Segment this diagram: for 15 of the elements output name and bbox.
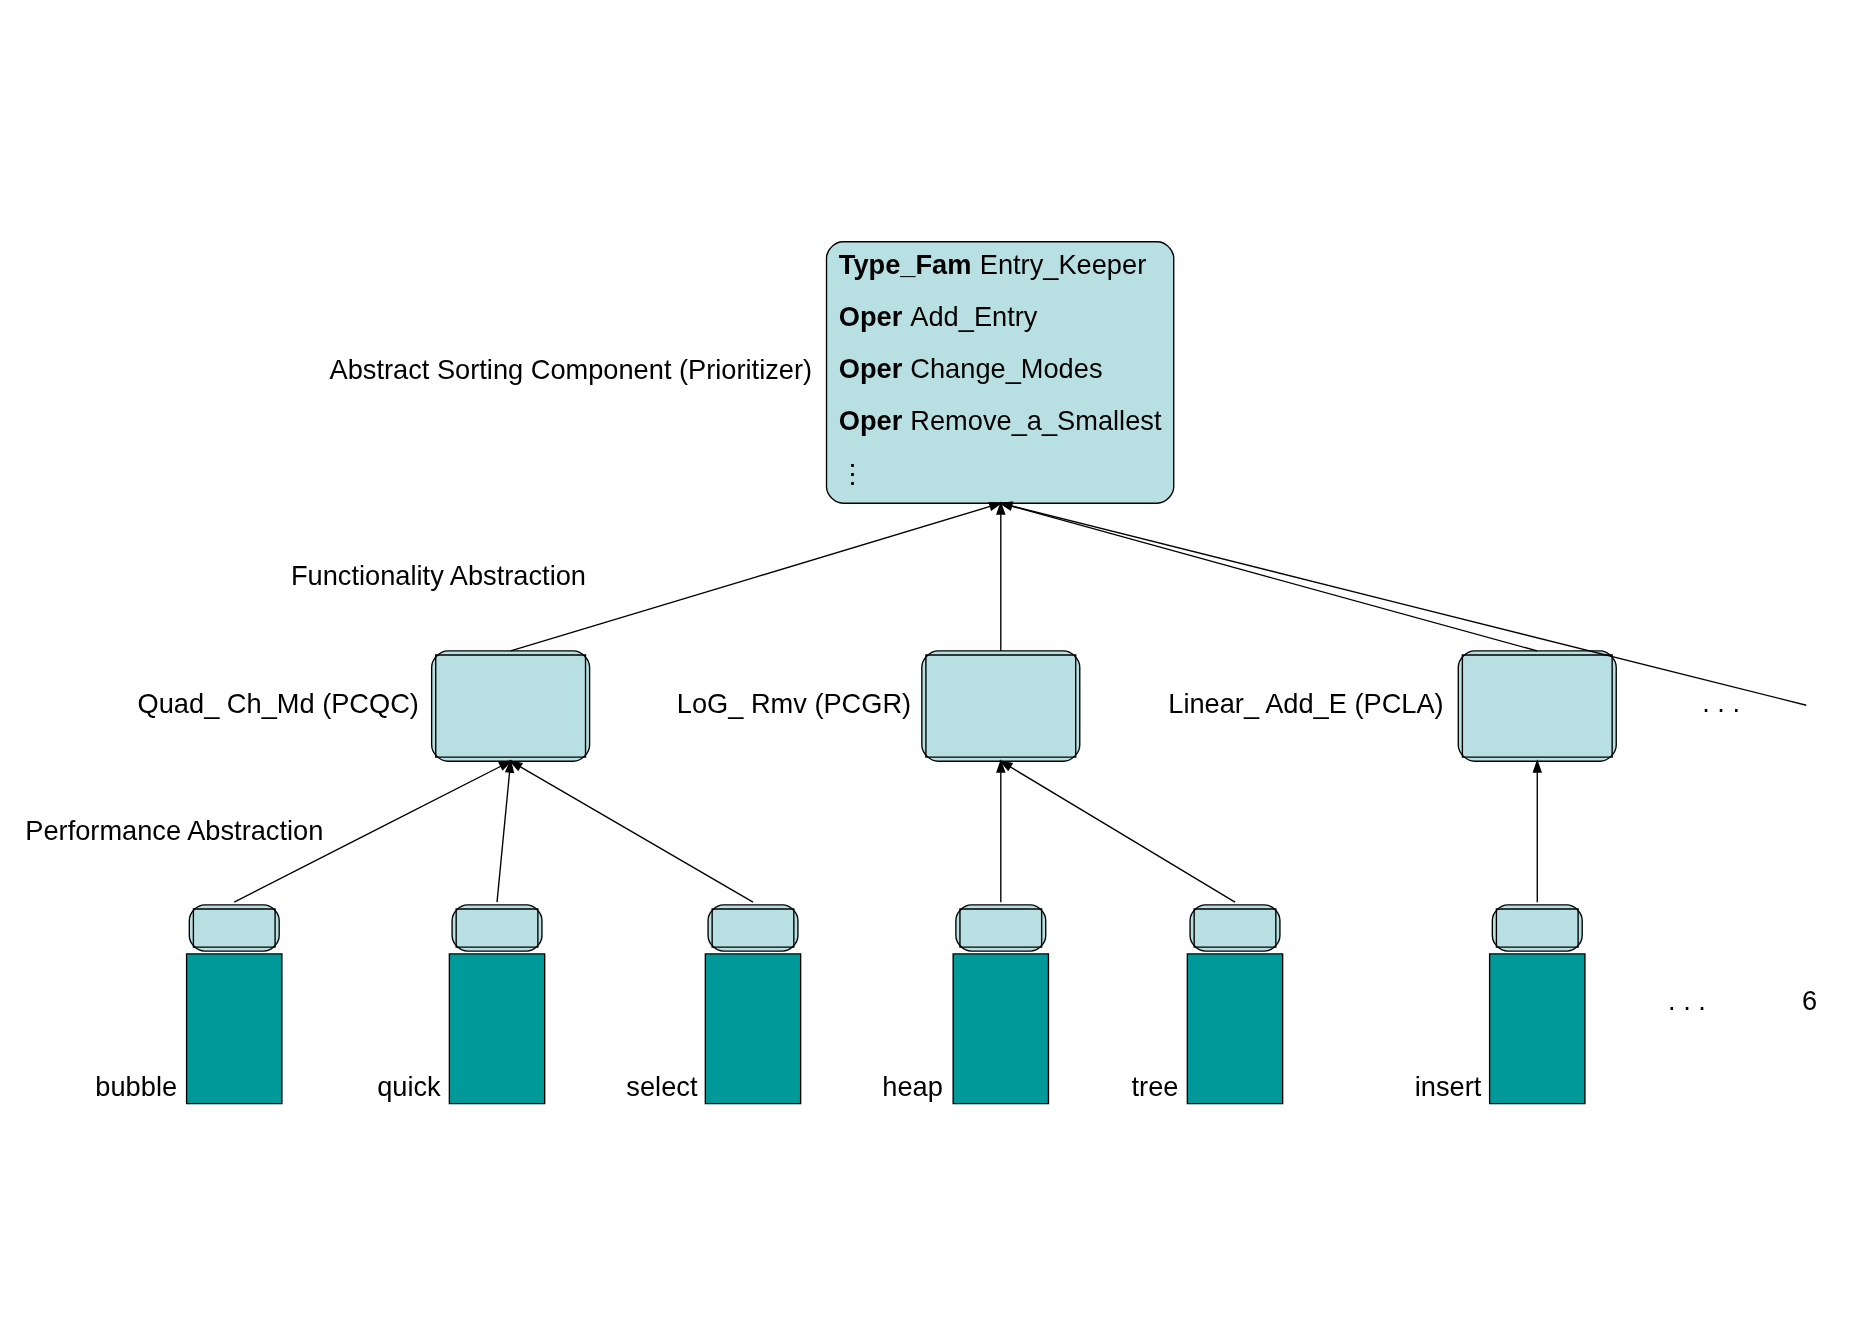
node-label: bubble: [95, 1070, 178, 1102]
label: . . .: [1702, 687, 1740, 719]
node-label: Linear_ Add_E (PCLA): [1168, 687, 1444, 719]
label: Functionality Abstraction: [290, 559, 586, 591]
label: Performance Abstraction: [25, 814, 324, 846]
node-label: insert: [1414, 1070, 1482, 1102]
label: 6: [1802, 984, 1818, 1016]
node-label: Quad_ Ch_Md (PCQC): [137, 687, 419, 719]
node-label: LoG_ Rmv (PCGR): [676, 687, 912, 719]
label: . . .: [1668, 984, 1706, 1016]
node-label: Abstract Sorting Component (Prioritizer): [329, 354, 813, 386]
node-label: quick: [377, 1070, 441, 1102]
node-label: tree: [1131, 1070, 1179, 1102]
node-label: select: [626, 1070, 698, 1102]
node-label: heap: [882, 1070, 943, 1102]
